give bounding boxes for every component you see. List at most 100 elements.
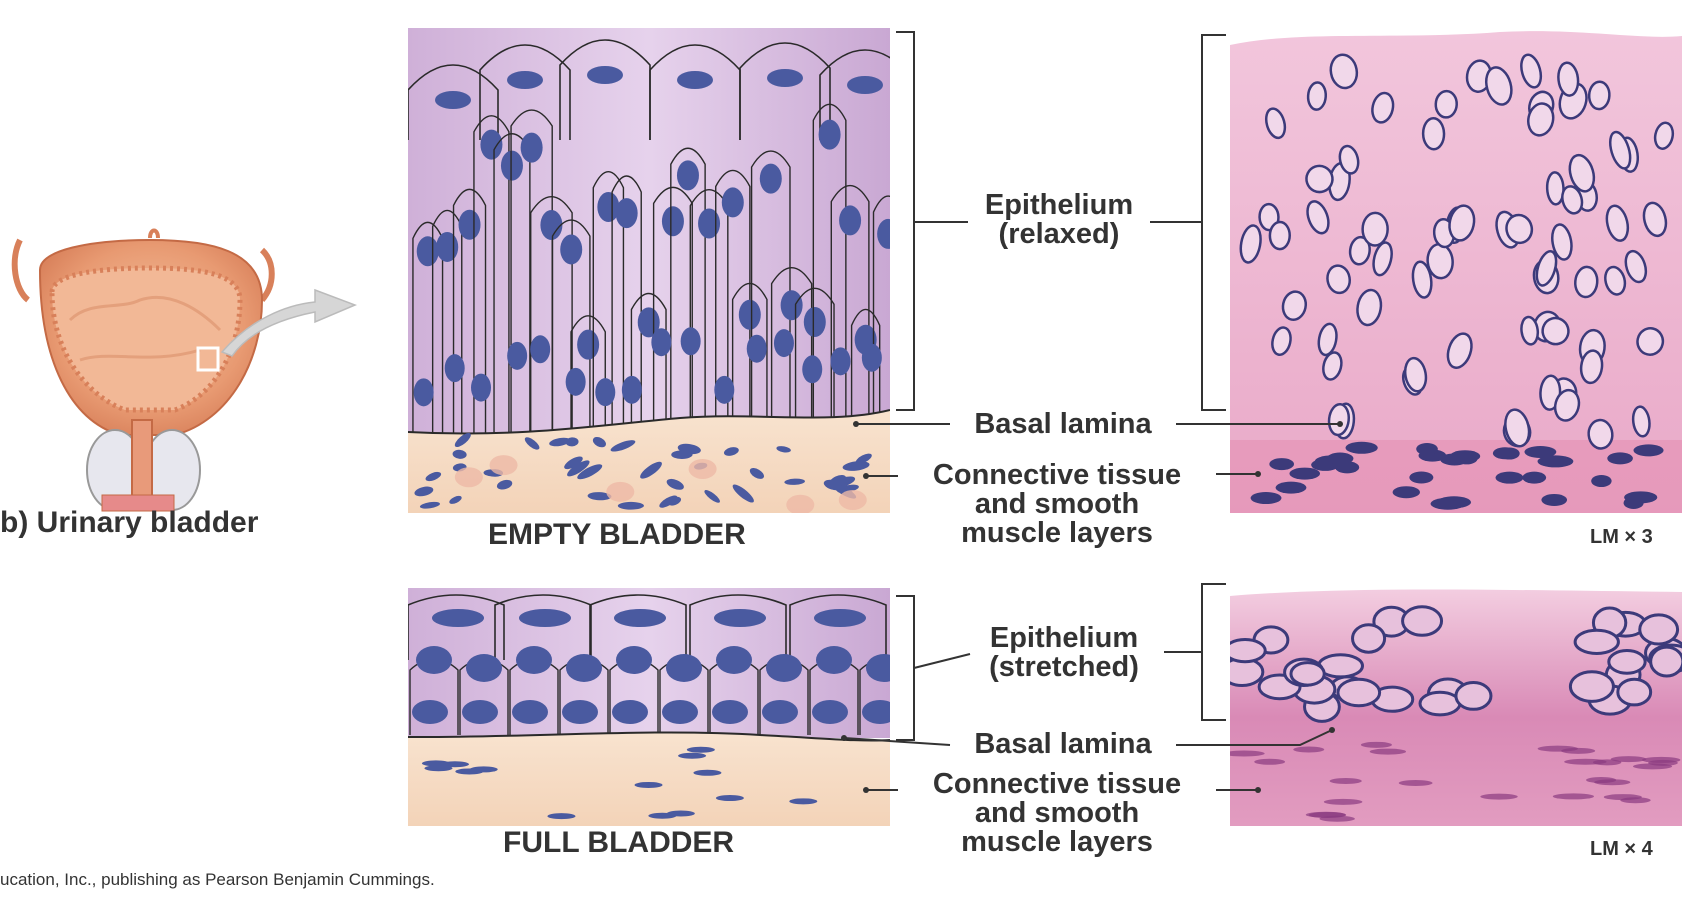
micrograph-nucleus [1492, 447, 1518, 460]
micrograph-nucleus [1403, 356, 1428, 393]
empty-micrograph [1230, 28, 1682, 513]
micrograph-nucleus [1537, 455, 1574, 468]
ct-nucleus [842, 461, 870, 471]
micrograph-nucleus [1317, 322, 1338, 357]
ct-nucleus [565, 437, 579, 447]
bracket-full-micrograph [1201, 583, 1226, 721]
ct-nucleus [671, 450, 693, 459]
nucleus [612, 700, 648, 724]
micrograph-fiber [1323, 798, 1363, 805]
ct-nucleus [592, 437, 606, 448]
bracket-empty-micrograph [1201, 34, 1226, 411]
ct-nucleus [455, 768, 484, 775]
nucleus [466, 654, 502, 682]
nucleus [814, 609, 866, 627]
nucleus [565, 367, 586, 396]
micrograph-nucleus [1371, 91, 1395, 124]
micrograph-nucleus [1587, 418, 1614, 450]
leader-lines [843, 31, 1340, 791]
nucleus [435, 91, 471, 109]
full-bladder-drawing [408, 588, 890, 826]
nucleus [562, 700, 598, 724]
micrograph-nucleus [1522, 471, 1547, 484]
micrograph-fiber [1642, 756, 1681, 763]
full-connective-tissue [408, 732, 890, 826]
ct-nucleus [648, 812, 677, 819]
micrograph-nucleus [1607, 452, 1633, 465]
micrograph-nucleus [1392, 486, 1420, 499]
nucleus [577, 329, 600, 360]
nucleus [738, 299, 761, 330]
nucleus [412, 700, 448, 724]
micrograph-nucleus [1401, 605, 1444, 637]
full-ct-line2: and smooth [974, 797, 1140, 829]
nucleus [520, 132, 543, 163]
nucleus [816, 646, 852, 674]
full-ct-line1: Connective tissue [932, 768, 1182, 800]
nucleus [714, 375, 735, 404]
nucleus [766, 654, 802, 682]
nucleus [416, 646, 452, 674]
micrograph-nucleus [1636, 327, 1665, 356]
ct-nucleus [524, 437, 540, 450]
nucleus [615, 198, 638, 229]
micrograph-fiber [1254, 758, 1286, 765]
ct-nucleus [668, 496, 682, 506]
micrograph-fiber [1610, 756, 1647, 763]
micrograph-nucleus [1579, 349, 1604, 385]
full-epithelium-cells [408, 594, 890, 735]
nucleus [651, 328, 672, 357]
micrograph-fiber [1552, 793, 1595, 800]
micrograph-fiber [1329, 777, 1362, 784]
micrograph-nucleus [1268, 220, 1291, 251]
micrograph-fiber [1398, 780, 1433, 787]
ct-nucleus [414, 486, 434, 497]
ct-nucleus [784, 478, 805, 485]
micrograph-nucleus [1605, 204, 1630, 242]
micrograph-nucleus [1568, 153, 1596, 193]
nucleus [444, 354, 465, 383]
nucleus [661, 206, 684, 237]
nucleus [512, 700, 548, 724]
micrograph-nucleus [1649, 645, 1682, 678]
micrograph-fiber [1480, 793, 1518, 800]
micrograph-nucleus [1329, 53, 1359, 90]
nucleus [818, 119, 841, 150]
micrograph-nucleus [1289, 661, 1326, 687]
ct-nucleus [617, 501, 644, 510]
full-epithelium-label-line1: Epithelium [989, 622, 1139, 654]
ct-nucleus [424, 765, 453, 772]
micrograph-nucleus [1305, 164, 1334, 194]
full-magnification: LM × 4 [1590, 838, 1653, 860]
micrograph-nucleus [1264, 107, 1287, 140]
micrograph-nucleus [1624, 491, 1658, 504]
full-bladder-caption: FULL BLADDER [503, 826, 735, 859]
micrograph-nucleus [1327, 402, 1351, 437]
ct-nucleus [577, 464, 603, 480]
nucleus [746, 334, 767, 363]
empty-ct-line3: muscle layers [961, 517, 1153, 549]
micrograph-nucleus [1604, 265, 1627, 296]
ct-nucleus [449, 495, 462, 504]
ct-cell [489, 455, 518, 476]
micrograph-nucleus [1239, 224, 1262, 264]
ct-nucleus [776, 446, 791, 453]
ct-nucleus [678, 752, 707, 759]
nucleus [462, 700, 498, 724]
nucleus [802, 355, 823, 384]
nucleus [721, 187, 744, 218]
micrograph-nucleus [1638, 613, 1680, 646]
bladder-caption: b) Urinary bladder [0, 506, 259, 539]
micrograph-nucleus [1504, 408, 1531, 448]
ct-nucleus [686, 746, 715, 753]
bracket-empty-epithelium [896, 31, 915, 411]
micrograph-nucleus [1568, 670, 1615, 703]
micrograph-nucleus [1348, 235, 1371, 266]
nucleus [680, 327, 701, 356]
micrograph-fiber [1603, 794, 1642, 801]
micrograph-nucleus [1561, 185, 1584, 215]
full-ct-line3: muscle layers [961, 826, 1153, 858]
ct-nucleus [704, 490, 720, 503]
nucleus [877, 218, 890, 249]
ct-nucleus [640, 461, 662, 479]
